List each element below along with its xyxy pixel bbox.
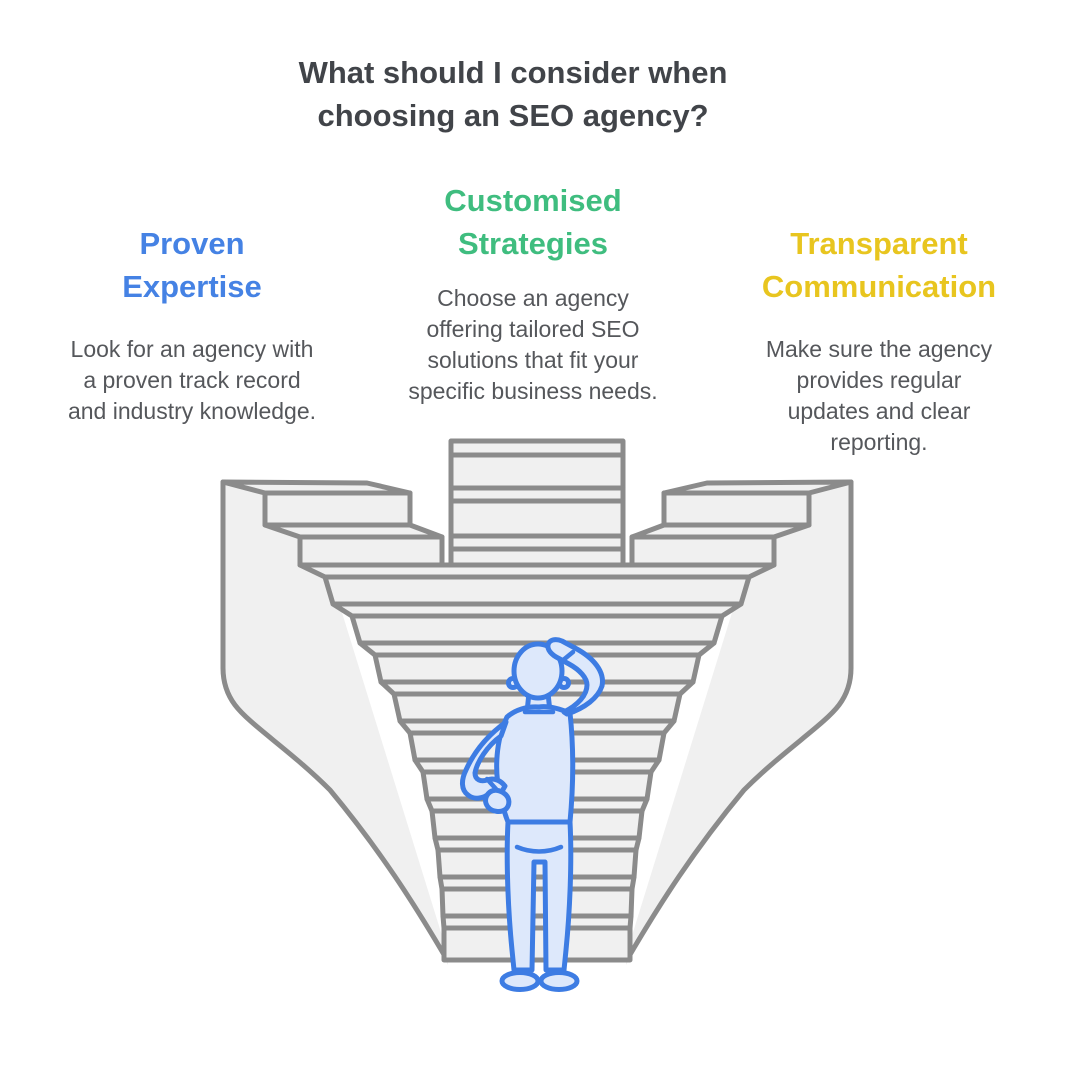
center-staircase [448, 438, 626, 568]
right-staircase [629, 479, 854, 568]
person-cuff-right [559, 649, 576, 664]
person-foot-left [499, 970, 541, 992]
column-heading-transparent-communication: Transparent Communication [761, 226, 997, 304]
left-slab [220, 479, 449, 965]
person-scratching-head-before-three-converging-staircases-icon [220, 438, 854, 992]
column-body-proven-expertise: Look for an agency with a proven track r… [67, 336, 317, 424]
right-slab [625, 479, 854, 965]
column-heading-customised-strategies: Customised Strategies [444, 183, 622, 261]
page-title: What should I consider when choosing an … [298, 55, 728, 133]
column-body-customised-strategies: Choose an agency offering tailored SEO s… [408, 285, 658, 404]
left-staircase [220, 479, 445, 568]
person-foot-right [538, 970, 580, 992]
person-figure [460, 637, 605, 992]
person-legs [504, 819, 574, 973]
person-cuff-left [484, 776, 499, 792]
person-raised-arm [545, 637, 605, 717]
column-body-transparent-communication: Make sure the agency provides regular up… [765, 336, 993, 455]
person-fist [483, 787, 512, 814]
column-heading-proven-expertise: Proven Expertise [122, 226, 262, 304]
person-head [511, 641, 565, 701]
person-seat-seam [514, 844, 564, 854]
